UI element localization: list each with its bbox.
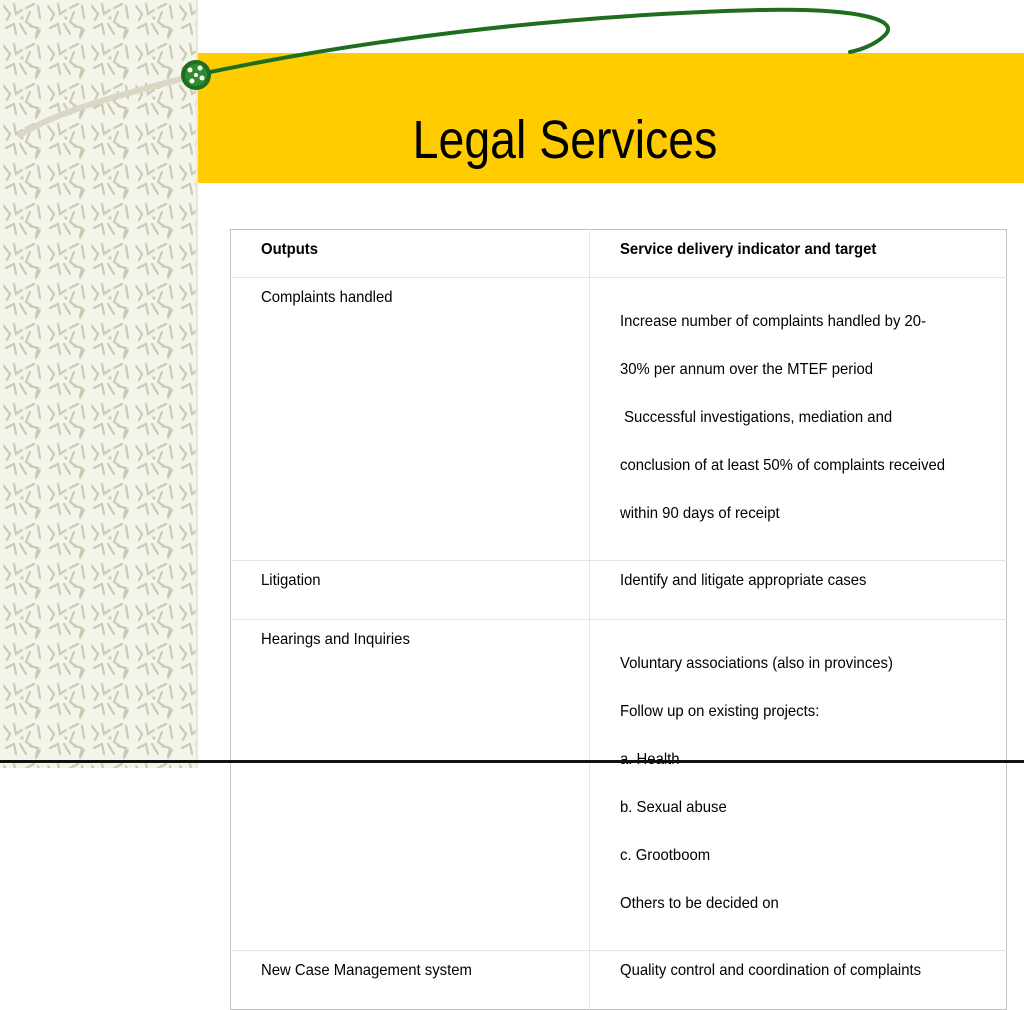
- indicator-cell: Identify and litigate appropriate cases: [589, 560, 1007, 620]
- indicator-cell: Increase number of complaints handled by…: [589, 277, 1007, 561]
- header-outputs: Outputs: [230, 229, 590, 278]
- indicator-cell: Quality control and coordination of comp…: [620, 962, 922, 979]
- slide-title: Legal Services: [412, 110, 718, 170]
- table-row: Hearings and Inquiries Voluntary associa…: [230, 619, 1007, 951]
- decorative-pattern-strip: [0, 0, 198, 768]
- output-cell: Hearings and Inquiries: [230, 619, 590, 951]
- header-indicator: Service delivery indicator and target: [589, 229, 1007, 278]
- legal-services-table: Outputs Service delivery indicator and t…: [230, 229, 1007, 1010]
- table-row: Litigation Identify and litigate appropr…: [230, 560, 1007, 620]
- output-cell: Complaints handled: [230, 277, 590, 561]
- table-header-row: Outputs Service delivery indicator and t…: [230, 229, 1007, 278]
- output-cell: New Case Management system: [230, 950, 590, 1010]
- table-row: New Case Management system Quality contr…: [230, 950, 1007, 1010]
- output-cell: Litigation: [230, 560, 590, 620]
- indicator-cell: Voluntary associations (also in province…: [589, 619, 1007, 951]
- table-row: Complaints handled Increase number of co…: [230, 277, 1007, 561]
- bottom-divider-line: [0, 760, 1024, 763]
